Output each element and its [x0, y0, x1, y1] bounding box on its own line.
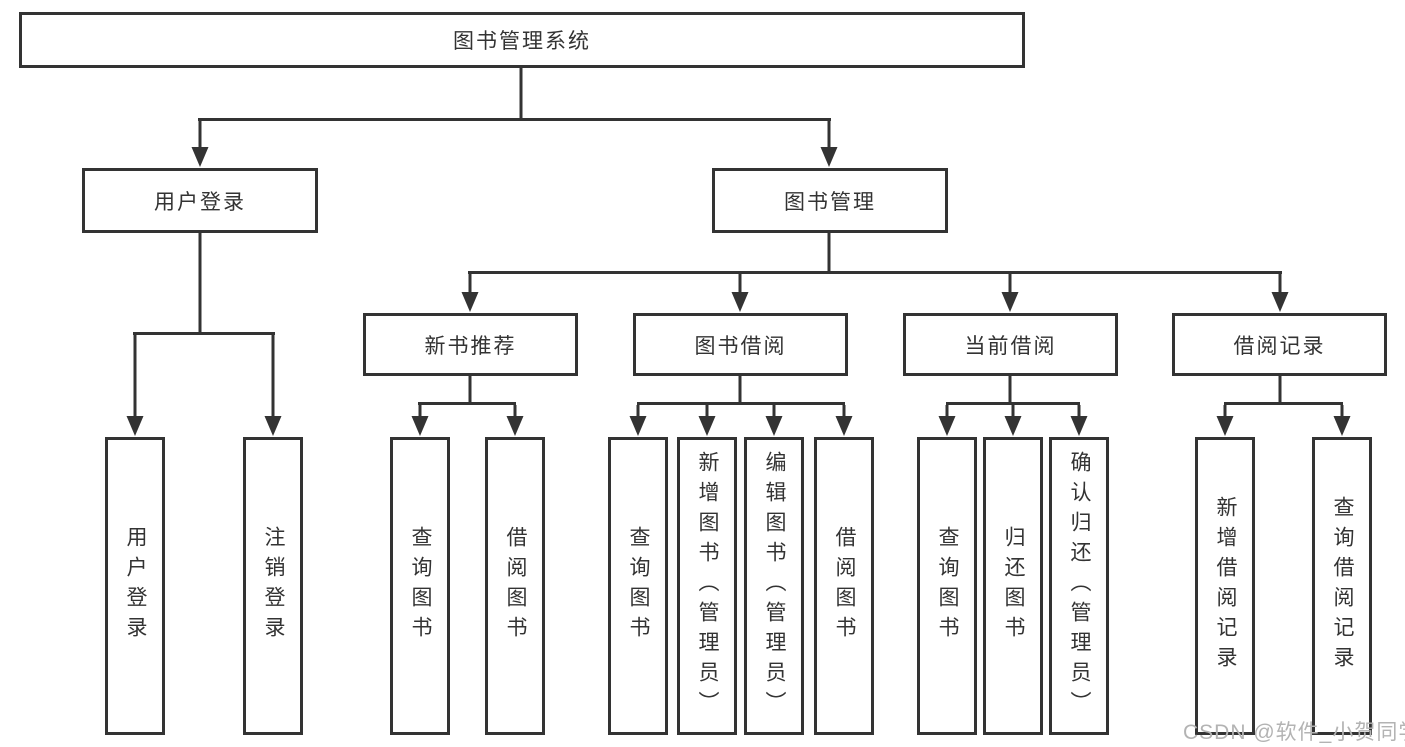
leaf-user-login: 用户登录 — [105, 437, 165, 735]
leaf-query-book-borrow: 查询图书 — [608, 437, 668, 735]
arrowhead-icon — [1001, 292, 1019, 312]
node-root-system: 图书管理系统 — [19, 12, 1025, 68]
arrowhead-icon — [1271, 292, 1289, 312]
arrowhead-icon — [765, 416, 783, 436]
leaf-query-book-current-label: 查询图书 — [936, 526, 959, 646]
leaf-borrow-book-recommend: 借阅图书 — [485, 437, 545, 735]
arrowhead-icon — [1070, 416, 1088, 436]
leaf-query-book-borrow-label: 查询图书 — [627, 526, 650, 646]
leaf-query-book-recommend-label: 查询图书 — [409, 526, 432, 646]
node-root-label: 图书管理系统 — [453, 30, 591, 53]
arrowhead-icon — [629, 416, 647, 436]
arrowhead-icon — [191, 147, 209, 167]
arrowhead-icon — [1216, 416, 1234, 436]
node-user-login-label: 用户登录 — [154, 190, 246, 214]
arrowhead-icon — [1333, 416, 1351, 436]
arrowheads-group — [126, 147, 1351, 436]
leaf-logout: 注销登录 — [243, 437, 303, 735]
leaf-confirm-return-admin-label: 确认归还（管理员） — [1068, 451, 1091, 721]
arrowhead-icon — [264, 416, 282, 436]
arrowhead-icon — [835, 416, 853, 436]
node-current-borrow-label: 当前借阅 — [964, 334, 1057, 358]
leaf-borrow-book-borrow: 借阅图书 — [814, 437, 874, 735]
node-book-borrow: 图书借阅 — [633, 313, 848, 376]
node-book-management: 图书管理 — [712, 168, 948, 233]
node-new-book-recommend: 新书推荐 — [363, 313, 578, 376]
leaf-query-borrow-record-label: 查询借阅记录 — [1331, 496, 1354, 676]
leaf-query-book-current: 查询图书 — [917, 437, 977, 735]
leaf-query-borrow-record: 查询借阅记录 — [1312, 437, 1372, 735]
arrowhead-icon — [1004, 416, 1022, 436]
watermark-text: CSDN @软件_小贺同学 — [1183, 721, 1405, 744]
node-user-login: 用户登录 — [82, 168, 318, 233]
arrowhead-icon — [938, 416, 956, 436]
leaf-add-borrow-record: 新增借阅记录 — [1195, 437, 1255, 735]
arrowhead-icon — [506, 416, 524, 436]
arrowhead-icon — [461, 292, 479, 312]
node-book-borrow-label: 图书借阅 — [694, 334, 787, 358]
leaf-return-book: 归还图书 — [983, 437, 1043, 735]
node-borrow-records-label: 借阅记录 — [1233, 334, 1326, 358]
leaf-user-login-label: 用户登录 — [124, 526, 147, 646]
arrowhead-icon — [731, 292, 749, 312]
leaf-add-book-admin-label: 新增图书（管理员） — [696, 451, 719, 721]
leaf-edit-book-admin-label: 编辑图书（管理员） — [763, 451, 786, 721]
leaf-confirm-return-admin: 确认归还（管理员） — [1049, 437, 1109, 735]
leaf-borrow-book-recommend-label: 借阅图书 — [504, 526, 527, 646]
leaf-add-borrow-record-label: 新增借阅记录 — [1214, 496, 1237, 676]
leaf-add-book-admin: 新增图书（管理员） — [677, 437, 737, 735]
leaf-borrow-book-borrow-label: 借阅图书 — [833, 526, 856, 646]
arrowhead-icon — [411, 416, 429, 436]
node-current-borrow: 当前借阅 — [903, 313, 1118, 376]
leaf-query-book-recommend: 查询图书 — [390, 437, 450, 735]
node-book-management-label: 图书管理 — [784, 190, 876, 214]
arrowhead-icon — [820, 147, 838, 167]
leaf-edit-book-admin: 编辑图书（管理员） — [744, 437, 804, 735]
leaf-logout-label: 注销登录 — [262, 526, 285, 646]
node-new-book-recommend-label: 新书推荐 — [424, 334, 517, 358]
arrowhead-icon — [698, 416, 716, 436]
leaf-return-book-label: 归还图书 — [1002, 526, 1025, 646]
connector-lines — [133, 67, 1344, 419]
arrowhead-icon — [126, 416, 144, 436]
node-borrow-records: 借阅记录 — [1172, 313, 1387, 376]
